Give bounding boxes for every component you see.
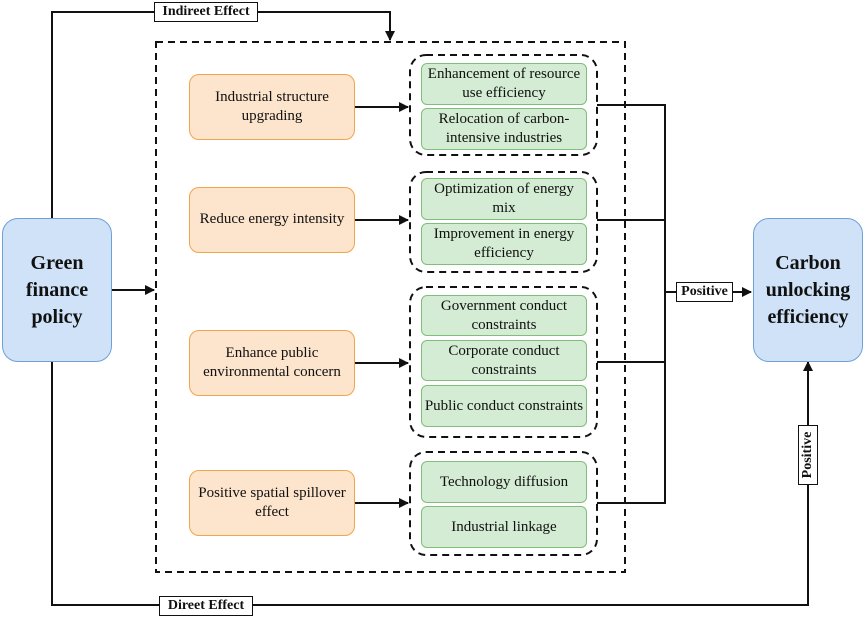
positive-label-horizontal: Positive: [676, 282, 733, 302]
outcome-technology-diffusion: Technology diffusion: [421, 461, 587, 503]
carbon-unlocking-efficiency-node: Carbon unlocking efficiency: [753, 218, 863, 362]
outcome-energy-efficiency: Improvement in energy efficiency: [421, 223, 587, 265]
outcome-industrial-linkage: Industrial linkage: [421, 506, 587, 548]
outcome-group-2: [409, 171, 598, 273]
direct-effect-label: Direet Effect: [159, 596, 253, 616]
outcome-resource-efficiency: Enhancement of resource use efficiency: [421, 63, 587, 105]
mechanism-public-concern: Enhance public environmental concern: [189, 330, 355, 396]
outcome-public-constraints: Public conduct constraints: [421, 385, 587, 427]
mechanism-label: Reduce energy intensity: [199, 211, 345, 228]
carbon-unlocking-efficiency-label: Carbon unlocking efficiency: [765, 251, 851, 328]
green-finance-policy-node: Green finance policy: [2, 218, 112, 362]
green-finance-policy-label: Green finance policy: [25, 251, 89, 328]
outcome-carbon-relocation: Relocation of carbon-intensive industrie…: [421, 108, 587, 150]
mechanism-spatial-spillover: Positive spatial spillover effect: [189, 470, 355, 536]
mechanism-label: Industrial structure upgrading: [215, 88, 329, 125]
outcome-government-constraints: Government conduct constraints: [421, 295, 587, 336]
indirect-effect-label: Indireet Effect: [154, 2, 258, 22]
outcome-energy-mix: Optimization of energy mix: [421, 178, 587, 220]
outcome-group-4: [409, 451, 598, 556]
outcome-group-3: [409, 286, 598, 438]
mechanism-label: Enhance public environmental concern: [203, 344, 341, 381]
mechanism-frame: [155, 41, 626, 573]
outcome-corporate-constraints: Corporate conduct constraints: [421, 340, 587, 381]
mechanism-label: Positive spatial spillover effect: [198, 484, 346, 521]
positive-label-vertical: Positive: [798, 425, 818, 485]
mechanism-energy-intensity: Reduce energy intensity: [189, 187, 355, 253]
outcome-group-1: [409, 54, 598, 156]
mechanism-industrial-structure: Industrial structure upgrading: [189, 74, 355, 140]
